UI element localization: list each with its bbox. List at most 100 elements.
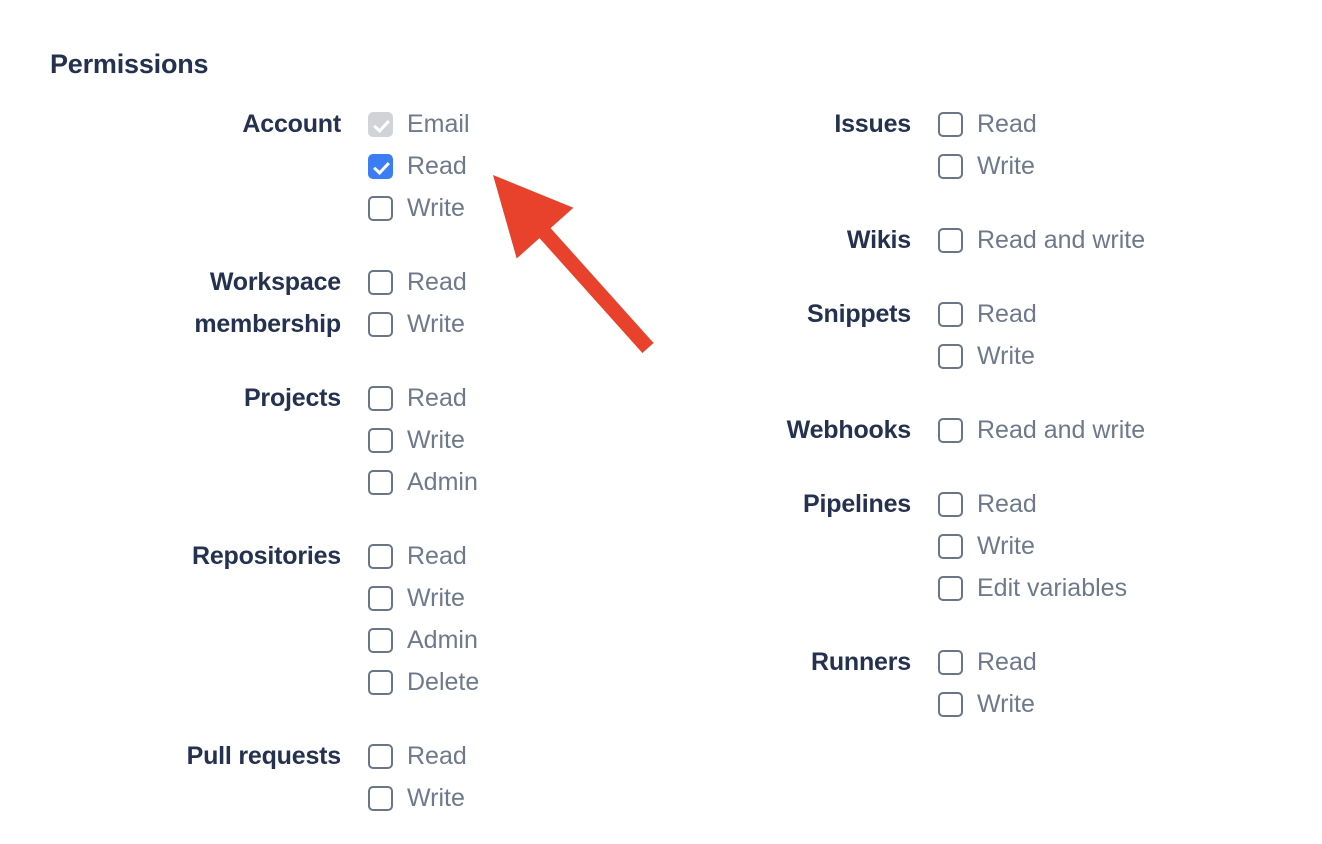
checkbox-unchecked-icon[interactable] bbox=[368, 385, 393, 411]
permission-group-label: Account bbox=[242, 110, 341, 138]
permission-option-label: Write bbox=[407, 194, 465, 222]
checkbox-unchecked-icon[interactable] bbox=[938, 227, 963, 253]
checkbox-unchecked-icon[interactable] bbox=[938, 153, 963, 179]
permission-option[interactable]: Read bbox=[938, 641, 1200, 683]
checkbox-disabled-checked-icon bbox=[368, 111, 393, 137]
permission-option-label: Read bbox=[407, 152, 467, 180]
checkbox-unchecked-icon[interactable] bbox=[368, 785, 393, 811]
permission-group-label: Repositories bbox=[191, 542, 341, 570]
checkbox-unchecked-icon[interactable] bbox=[938, 649, 963, 675]
permission-option[interactable]: Read bbox=[938, 483, 1200, 525]
permission-option-label: Write bbox=[977, 152, 1035, 180]
permission-option-label: Read bbox=[977, 300, 1037, 328]
permission-option[interactable]: Read bbox=[938, 103, 1200, 145]
page-title: Permissions bbox=[50, 49, 209, 79]
permission-option[interactable]: Write bbox=[938, 683, 1200, 725]
permission-option[interactable]: Read bbox=[368, 261, 560, 303]
permission-option-label: Email bbox=[407, 110, 470, 138]
permission-group-label: Pull requests bbox=[186, 742, 342, 770]
permission-option-label: Read bbox=[977, 110, 1037, 138]
checkbox-unchecked-icon[interactable] bbox=[368, 669, 393, 695]
checkbox-unchecked-icon[interactable] bbox=[938, 301, 963, 327]
permission-option[interactable]: Admin bbox=[368, 461, 560, 503]
permission-option[interactable]: Write bbox=[938, 525, 1200, 567]
permission-option-label: Read bbox=[407, 384, 467, 412]
checkbox-unchecked-icon[interactable] bbox=[938, 533, 963, 559]
permission-option-label: Read and write bbox=[977, 416, 1146, 444]
checkbox-unchecked-icon[interactable] bbox=[368, 269, 393, 295]
permission-group-label: Runners bbox=[810, 648, 911, 676]
permission-option-label: Write bbox=[407, 310, 465, 338]
permission-group-label: Pipelines bbox=[803, 490, 911, 518]
checkbox-unchecked-icon[interactable] bbox=[368, 311, 393, 337]
permission-option[interactable]: Write bbox=[368, 777, 560, 819]
checkbox-unchecked-icon[interactable] bbox=[938, 111, 963, 137]
checkbox-unchecked-icon[interactable] bbox=[938, 575, 963, 601]
permission-option[interactable]: Write bbox=[368, 187, 560, 229]
permission-group: Wikis Read and write bbox=[640, 219, 1200, 261]
checkbox-unchecked-icon[interactable] bbox=[368, 627, 393, 653]
permission-option-label: Read bbox=[977, 490, 1037, 518]
permission-option-label: Read bbox=[977, 648, 1037, 676]
checkbox-unchecked-icon[interactable] bbox=[368, 469, 393, 495]
checkbox-unchecked-icon[interactable] bbox=[938, 343, 963, 369]
permission-option-label: Read and write bbox=[977, 226, 1146, 254]
permission-group-label: Snippets bbox=[807, 300, 911, 328]
permission-option[interactable]: Write bbox=[368, 577, 560, 619]
permission-option[interactable]: Email bbox=[368, 103, 560, 145]
permission-option-label: Write bbox=[977, 342, 1035, 370]
checkbox-unchecked-icon[interactable] bbox=[368, 195, 393, 221]
permission-group-label: Wikis bbox=[846, 226, 911, 254]
permission-option-label: Write bbox=[407, 784, 465, 812]
permission-option[interactable]: Admin bbox=[368, 619, 560, 661]
permission-option[interactable]: Read and write bbox=[938, 219, 1200, 261]
permission-option-label: Read bbox=[407, 742, 467, 770]
permission-group-label: Webhooks bbox=[786, 416, 912, 444]
permission-option[interactable]: Read bbox=[368, 735, 560, 777]
permission-option[interactable]: Delete bbox=[368, 661, 560, 703]
permission-option[interactable]: Write bbox=[938, 145, 1200, 187]
permission-option[interactable]: Write bbox=[368, 303, 560, 345]
permission-group: Webhooks Read and write bbox=[640, 409, 1200, 451]
checkbox-unchecked-icon[interactable] bbox=[938, 417, 963, 443]
permission-option-list: Read and write bbox=[938, 409, 1200, 451]
checkbox-unchecked-icon[interactable] bbox=[938, 691, 963, 717]
permission-option[interactable]: Read bbox=[938, 293, 1200, 335]
checkbox-unchecked-icon[interactable] bbox=[938, 491, 963, 517]
permission-option[interactable]: Edit variables bbox=[938, 567, 1200, 609]
permission-option-label: Write bbox=[407, 426, 465, 454]
permission-option[interactable]: Read bbox=[368, 535, 560, 577]
checkbox-unchecked-icon[interactable] bbox=[368, 543, 393, 569]
permission-option[interactable]: Write bbox=[368, 419, 560, 461]
checkbox-unchecked-icon[interactable] bbox=[368, 427, 393, 453]
permission-group-label: Issues bbox=[834, 110, 911, 138]
checkbox-unchecked-icon[interactable] bbox=[368, 585, 393, 611]
permission-option-label: Admin bbox=[407, 626, 478, 654]
permission-option[interactable]: Read bbox=[368, 145, 560, 187]
permission-option[interactable]: Read and write bbox=[938, 409, 1200, 451]
permission-option-label: Delete bbox=[407, 668, 480, 696]
permission-option-label: Write bbox=[977, 690, 1035, 718]
permission-option-label: Edit variables bbox=[977, 574, 1128, 602]
checkbox-checked-icon[interactable] bbox=[368, 153, 393, 179]
permission-option[interactable]: Read bbox=[368, 377, 560, 419]
permission-option-label: Read bbox=[407, 542, 467, 570]
checkbox-unchecked-icon[interactable] bbox=[368, 743, 393, 769]
permission-option[interactable]: Write bbox=[938, 335, 1200, 377]
